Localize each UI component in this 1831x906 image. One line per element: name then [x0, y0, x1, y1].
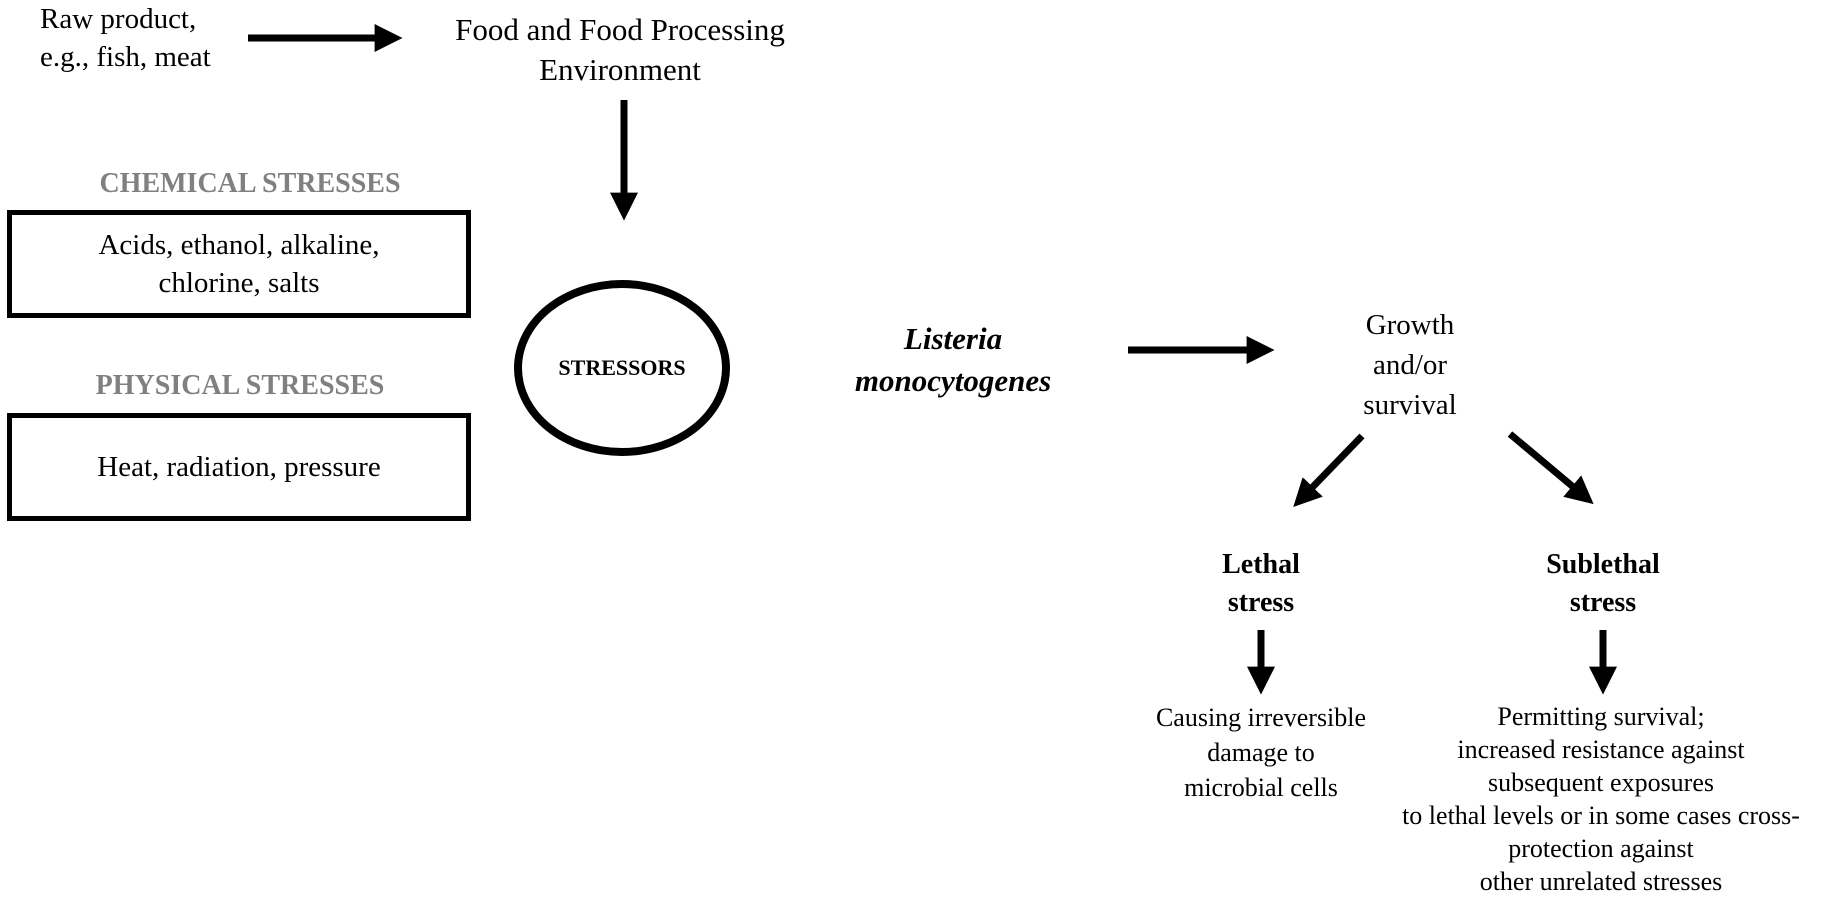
arrow-growth-to-lethal: [1293, 433, 1365, 508]
lethal-outcome-text: Causing irreversible damage to microbial…: [1155, 703, 1367, 802]
sublethal-outcome-text: Permitting survival; increased resistanc…: [1402, 702, 1800, 896]
chemical-stresses-heading: CHEMICAL STRESSES: [99, 168, 401, 199]
lethal-stress-label: Lethal stress: [1222, 549, 1300, 618]
chemical-stresses-box: Acids, ethanol, alkaline, chlorine, salt…: [7, 210, 471, 318]
environment-label: Food and Food Processing Environment: [455, 12, 785, 87]
physical-stresses-heading: PHYSICAL STRESSES: [95, 370, 385, 401]
sublethal-stress-label: Sublethal stress: [1546, 549, 1660, 618]
raw-product-label: Raw product, e.g., fish, meat: [40, 3, 211, 73]
stressors-node: STRESSORS: [514, 280, 730, 456]
growth-label: Growth and/or survival: [1363, 309, 1457, 421]
physical-stresses-box: Heat, radiation, pressure: [7, 413, 471, 521]
listeria-label: Listeria monocytogenes: [854, 321, 1052, 398]
arrow-growth-to-sublethal: [1507, 431, 1594, 505]
